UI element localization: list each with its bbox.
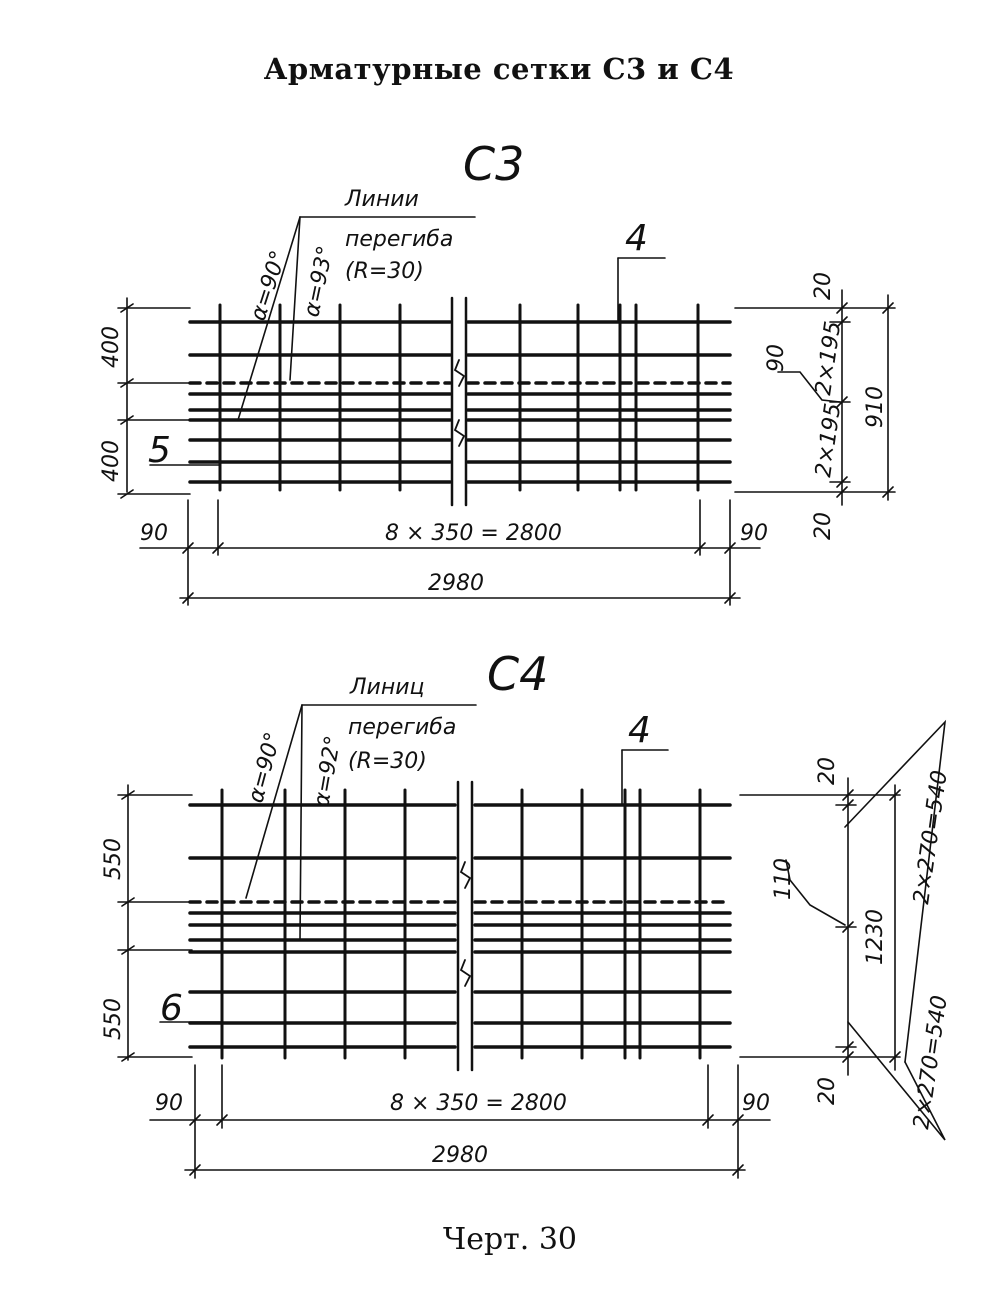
c3-left-dimensions: [117, 297, 191, 499]
c4-angle-1: α=90°: [244, 730, 287, 806]
c3-mesh-label: С3: [463, 137, 524, 191]
c4-break-lines: [456, 780, 474, 1072]
c4-right-dim-total: 1230: [863, 909, 888, 965]
c4-right-dim-bottom: 20: [815, 1077, 840, 1105]
c4-bend-label-2: перегиба: [348, 715, 456, 740]
c4-bottom-dim-left: 90: [155, 1091, 183, 1116]
figure-caption: Черт. 30: [443, 1222, 577, 1257]
mesh-c4: [117, 704, 947, 1179]
c3-bottom-dim-left: 90: [140, 521, 168, 546]
c4-left-dimensions: [117, 784, 193, 1062]
c3-right-dim-total: 910: [863, 386, 888, 428]
c3-longitudinal-bars-left: [188, 320, 452, 484]
c3-left-dim-upper: 400: [99, 326, 124, 368]
c4-leaders: [159, 704, 669, 1023]
c4-right-dim-top: 20: [815, 757, 840, 785]
c3-bottom-dimensions: [139, 499, 761, 606]
c4-right-dim-pitch: 110: [771, 858, 796, 900]
c3-left-dim-lower: 400: [99, 440, 124, 482]
c3-bottom-dim-right: 90: [740, 521, 768, 546]
c3-bar-mark: 5: [148, 430, 171, 471]
c4-mesh-label: С4: [487, 647, 548, 701]
c3-angle-1: α=90°: [246, 248, 292, 324]
c3-right-dim-upper: 2×195: [811, 320, 846, 397]
c4-rod-mark: 4: [628, 710, 651, 751]
c3-right-dim-top: 20: [811, 272, 836, 300]
c4-bottom-dim-right: 90: [742, 1091, 770, 1116]
c3-bend-label-1: Линии: [344, 187, 419, 212]
c3-bottom-dim-total: 2980: [428, 571, 484, 596]
c4-right-dim-lower: 2×270=540: [909, 994, 953, 1131]
c4-longitudinal-bars-right: [473, 803, 732, 1049]
c4-bar-mark: 6: [160, 988, 183, 1029]
c4-longitudinal-bars-left: [188, 803, 457, 1049]
c4-left-dim-upper: 550: [101, 838, 126, 880]
c3-right-dim-pitch: 90: [764, 344, 789, 372]
c3-bend-label-3: (R=30): [345, 259, 424, 284]
mesh-c3: [117, 216, 896, 606]
c4-bend-label-3: (R=30): [348, 749, 427, 774]
c4-bottom-dimensions: [149, 1064, 771, 1179]
c4-right-dim-upper: 2×270=540: [909, 769, 953, 906]
c4-angle-2: α=92°: [309, 734, 346, 809]
c3-right-dim-bottom: 20: [811, 512, 836, 540]
c3-bottom-dim-middle: 8 × 350 = 2800: [385, 521, 562, 546]
c3-right-dimensions: [734, 289, 896, 506]
c4-left-dim-lower: 550: [101, 998, 126, 1040]
c3-angle-2: α=93°: [299, 244, 338, 320]
c3-bend-label-2: перегиба: [345, 227, 453, 252]
c4-bottom-dim-total: 2980: [432, 1143, 488, 1168]
c3-break-lines: [450, 296, 468, 507]
c3-right-dim-lower: 2×195: [811, 402, 846, 479]
c4-right-dimensions: [739, 719, 947, 1141]
drawing-title: Арматурные сетки С3 и С4: [263, 52, 735, 86]
c4-transverse-rods: [220, 788, 702, 1060]
c3-transverse-rods: [218, 303, 700, 492]
c4-bottom-dim-middle: 8 × 350 = 2800: [390, 1091, 567, 1116]
c3-leaders: [149, 216, 666, 466]
c3-rod-mark: 4: [625, 218, 648, 259]
c3-longitudinal-bars-right: [466, 320, 732, 484]
c4-bend-label-1: Линиц: [349, 675, 425, 700]
